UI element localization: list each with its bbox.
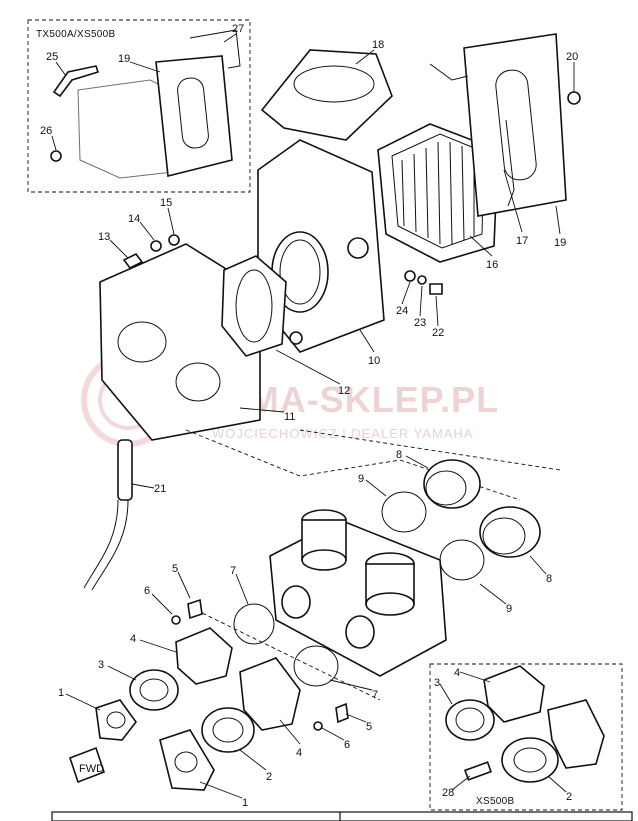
carburetors [269, 509, 447, 677]
callout-2-inset: 2 [566, 791, 572, 803]
callout-7-bottom: 7 [372, 689, 378, 701]
right-cover [429, 33, 581, 217]
callout-23: 23 [414, 317, 426, 329]
leader-lines [51, 33, 575, 799]
callout-13: 13 [98, 231, 110, 243]
callout-4-inset: 4 [454, 667, 460, 679]
callout-11: 11 [284, 411, 295, 423]
callout-19-right: 19 [554, 237, 566, 249]
callout-22: 22 [432, 327, 444, 339]
callout-27: 27 [232, 23, 244, 35]
air-filter [377, 123, 499, 263]
callout-7-top: 7 [230, 565, 236, 577]
inset-bottom-title: XS500B [476, 796, 515, 807]
inset-box-bottom: XS500B [429, 663, 623, 811]
watermark-sub: WOJCIECHOWICZ | DEALER YAMAHA [212, 426, 474, 441]
callout-9-right: 9 [506, 603, 512, 615]
callout-26: 26 [40, 125, 52, 137]
fwd-label: FWD [79, 763, 104, 775]
inset-top-title: TX500A/XS500B [36, 29, 116, 40]
drain-hose [83, 439, 133, 591]
callout-17: 17 [516, 235, 528, 247]
callout-12: 12 [338, 385, 350, 397]
callout-15: 15 [160, 197, 172, 209]
fasteners-right [404, 270, 443, 295]
callout-28: 28 [442, 787, 454, 799]
callout-19-left: 19 [118, 53, 130, 65]
footer-strip [51, 811, 633, 821]
callout-6-bottom: 6 [344, 739, 350, 751]
callout-20: 20 [566, 51, 578, 63]
callout-6-top: 6 [144, 585, 150, 597]
callout-16: 16 [486, 259, 498, 271]
callouts: 25 26 19 27 18 20 17 19 16 13 14 15 24 2… [40, 23, 578, 809]
callout-4-mid: 4 [296, 747, 302, 759]
callout-8-top: 8 [396, 449, 402, 461]
callout-3-left: 3 [98, 659, 104, 671]
callout-9-top: 9 [358, 473, 364, 485]
joints-upper-right [381, 459, 541, 581]
lower-manifold-parts: FWD [68, 598, 349, 791]
callout-8-right: 8 [546, 573, 552, 585]
callout-14: 14 [128, 213, 140, 225]
callout-25: 25 [46, 51, 58, 63]
callout-3-inset: 3 [434, 677, 440, 689]
intake-duct [99, 234, 287, 441]
callout-1-bottom: 1 [242, 797, 248, 809]
callout-5-top: 5 [172, 563, 178, 575]
callout-1-left: 1 [58, 687, 64, 699]
callout-10: 10 [368, 355, 380, 367]
callout-24: 24 [396, 305, 408, 317]
callout-5-bottom: 5 [366, 721, 372, 733]
callout-4-left: 4 [130, 633, 136, 645]
callout-2-left: 2 [266, 771, 272, 783]
inset-box-top: TX500A/XS500B [27, 19, 251, 193]
callout-21: 21 [154, 483, 166, 495]
callout-18: 18 [372, 39, 384, 51]
